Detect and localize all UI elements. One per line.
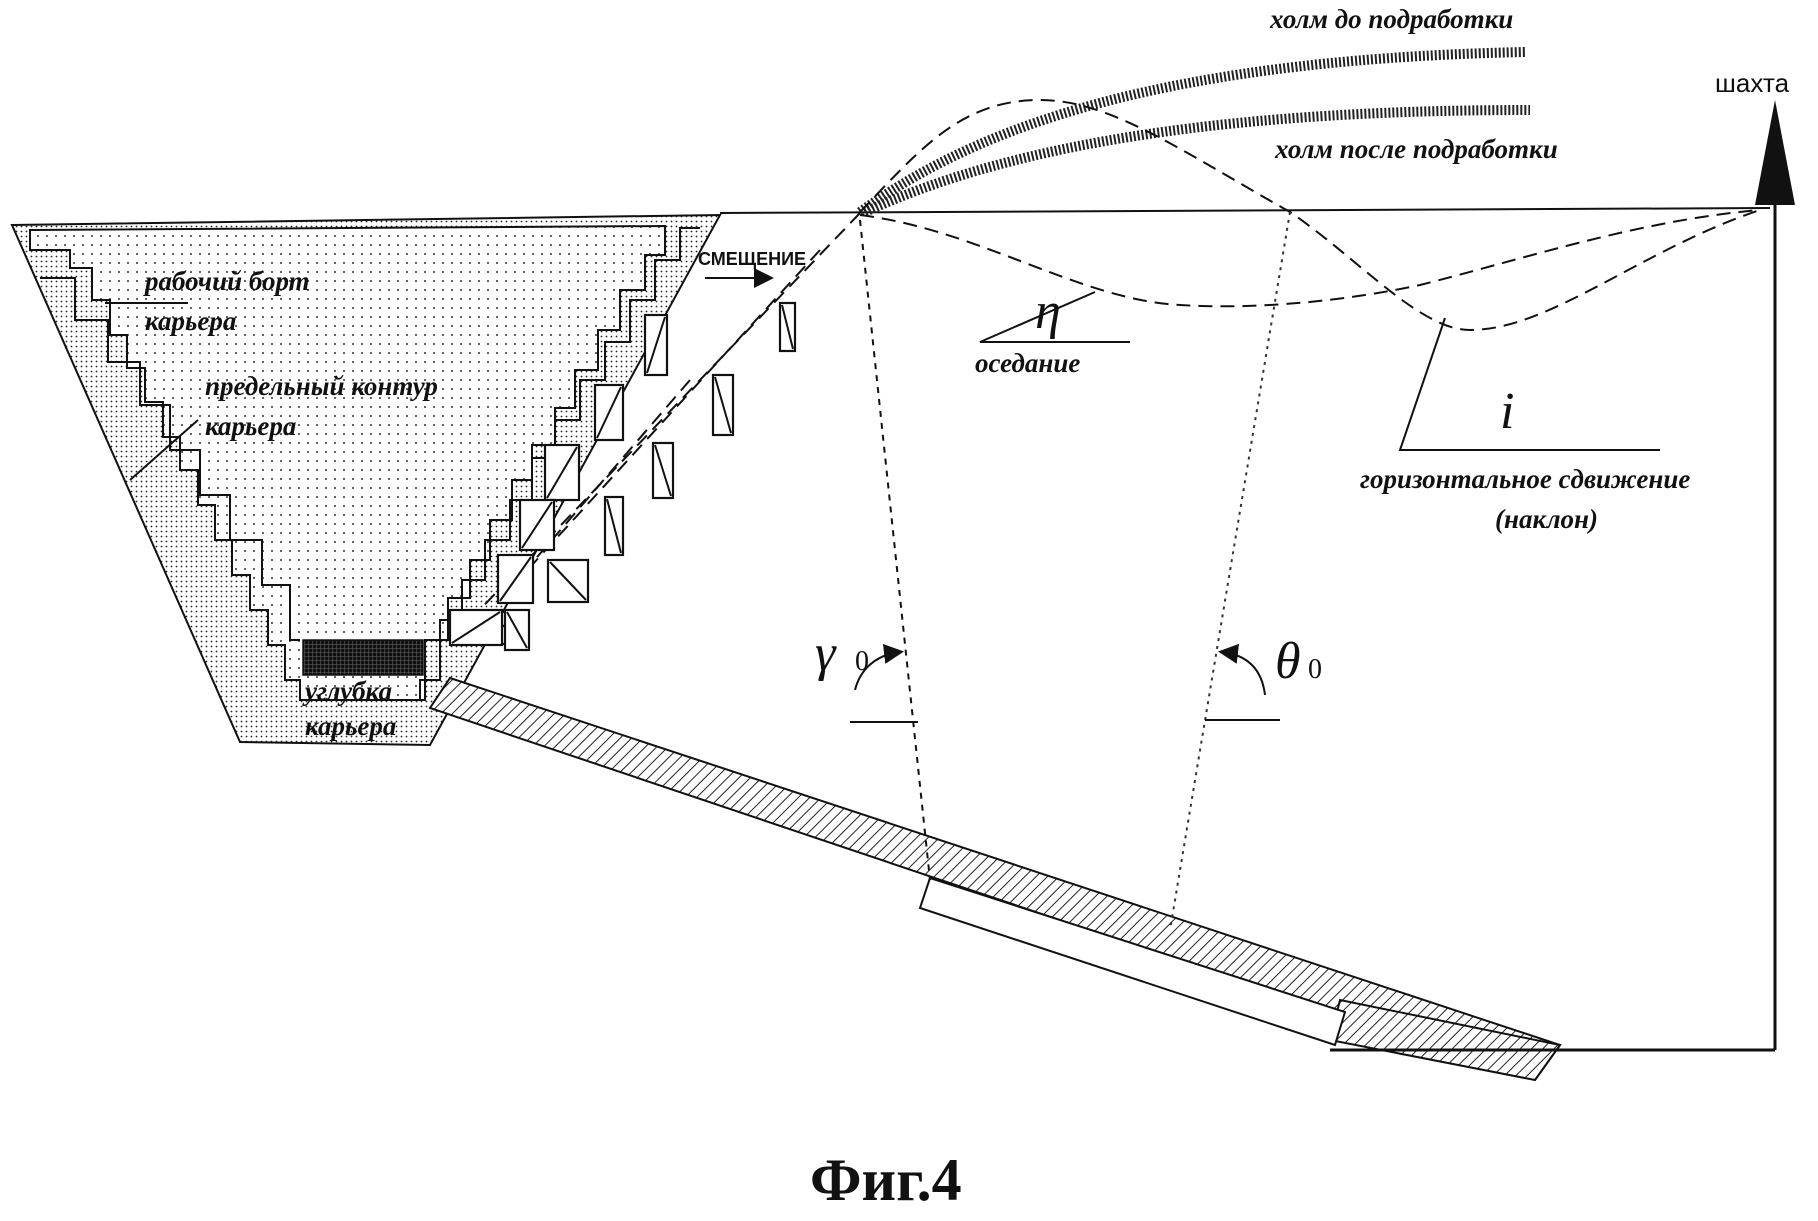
theta-boundary-line (1169, 211, 1291, 931)
gamma-subscript: 0 (855, 646, 869, 677)
i-symbol: i (1500, 383, 1514, 440)
horizontal-label-1: горизонтальное сдвижение (1360, 464, 1690, 494)
figure-caption: Фиг.4 (810, 1147, 962, 1213)
theta-symbol: θ (1275, 633, 1301, 690)
displacement-label: СМЕЩЕНИЕ (698, 249, 806, 269)
pit-inner-steps (29, 224, 666, 701)
ground-surface-line (719, 207, 1771, 214)
hill-before-curve (857, 47, 1526, 217)
pit-deepening-block (302, 639, 424, 676)
eta-leader (979, 291, 1130, 343)
leader-limit-contour (129, 419, 199, 481)
tilting-blocks (448, 301, 797, 652)
hill-after-label: холм после подработки (1274, 134, 1558, 164)
eta-symbol: η (1035, 283, 1061, 340)
gamma-symbol: γ (815, 625, 837, 682)
hill-before-label: холм до подработки (1269, 4, 1513, 34)
hill-after-curve (862, 105, 1531, 217)
subsidence-label: оседание (975, 348, 1080, 378)
seam-mined-void (918, 876, 1347, 1047)
theta-subscript: 0 (1308, 654, 1322, 685)
deepening-label-2: карьера (305, 711, 396, 741)
working-side-steps (40, 277, 300, 641)
working-side-label-1: рабочий борт (143, 266, 310, 296)
ground-and-shaft (719, 100, 1795, 1052)
deepening-label-1: углубка (302, 676, 392, 706)
shaft-icon (1755, 100, 1795, 205)
subsidence-curve (859, 209, 1761, 308)
boundary-angles (850, 211, 1660, 931)
horizontal-label-2: (наклон) (1495, 504, 1598, 534)
i-leader (1398, 317, 1660, 451)
ore-seam (428, 676, 1562, 1082)
labels: холм до подработки холм после подработки… (143, 4, 1790, 1213)
shaft-label: шахта (1715, 68, 1790, 98)
open-pit (10, 213, 722, 747)
working-side-label-2: карьера (145, 306, 236, 336)
hills (857, 47, 1761, 332)
gamma-boundary-line (859, 219, 931, 881)
limit-contour-label-1: предельный контур (205, 371, 438, 401)
limit-contour-label-2: карьера (205, 411, 296, 441)
